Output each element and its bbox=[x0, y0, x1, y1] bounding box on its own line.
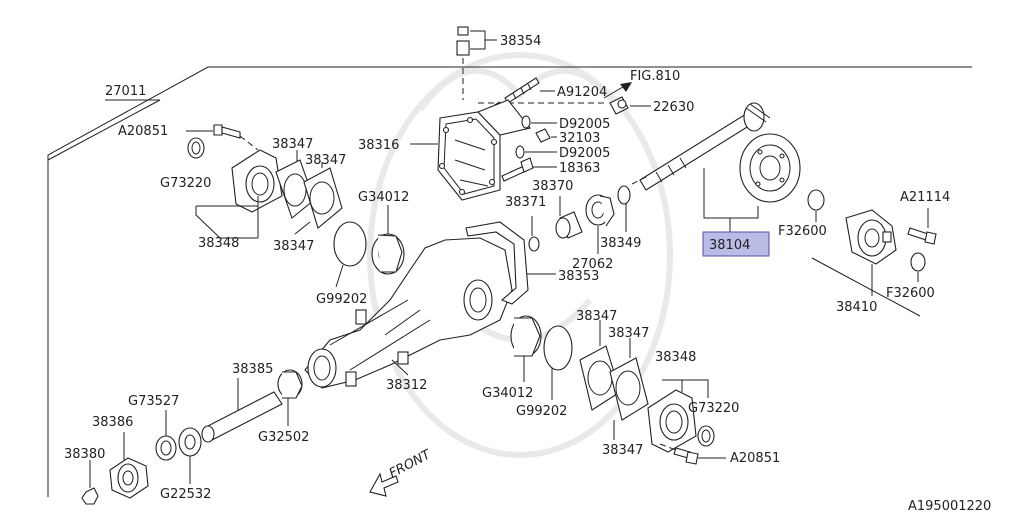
front-label: FRONT bbox=[387, 447, 434, 482]
label-F32600-a[interactable]: F32600 bbox=[778, 224, 827, 239]
label-38347-b[interactable]: 38347 bbox=[305, 153, 346, 168]
bearing-G22532[interactable] bbox=[178, 427, 202, 484]
label-38347-f[interactable]: 38347 bbox=[602, 443, 643, 458]
washer-38371[interactable] bbox=[528, 216, 540, 252]
oring-F32600-b[interactable] bbox=[910, 252, 926, 282]
bearing-G34012-top[interactable] bbox=[371, 205, 405, 275]
highlight-38104-box[interactable] bbox=[702, 231, 770, 257]
label-G99202-top[interactable]: G99202 bbox=[316, 292, 367, 307]
ring-gear-38104[interactable] bbox=[739, 133, 801, 203]
oring-G99202-bot[interactable] bbox=[543, 325, 573, 400]
label-38312[interactable]: 38312 bbox=[386, 378, 427, 393]
nut-38380[interactable] bbox=[81, 460, 99, 505]
label-38380[interactable]: 38380 bbox=[64, 447, 105, 462]
label-A21114[interactable]: A21114 bbox=[900, 190, 950, 205]
gasket-38347-bot-b[interactable] bbox=[609, 338, 649, 421]
label-FIG810[interactable]: FIG.810 bbox=[630, 69, 680, 84]
seal-G73220-top[interactable] bbox=[187, 137, 205, 159]
oring-F32600-a[interactable] bbox=[807, 189, 825, 222]
shim-38349[interactable] bbox=[617, 185, 631, 232]
fig810-arrow bbox=[603, 82, 632, 99]
label-27062[interactable]: 27062 bbox=[572, 257, 613, 272]
plug-38354[interactable] bbox=[456, 26, 497, 100]
bearing-27062[interactable] bbox=[585, 194, 615, 254]
bolt-A20851-top[interactable] bbox=[186, 124, 259, 151]
label-38348-top[interactable]: 38348 bbox=[198, 236, 239, 251]
label-A20851-top[interactable]: A20851 bbox=[118, 124, 168, 139]
assembly-frame bbox=[47, 66, 972, 497]
label-A20851-bot[interactable]: A20851 bbox=[730, 451, 780, 466]
shaft-38385[interactable] bbox=[201, 378, 283, 443]
label-A91204[interactable]: A91204 bbox=[557, 85, 607, 100]
label-38104[interactable]: 38104 bbox=[709, 238, 750, 253]
label-D92005-a[interactable]: D92005 bbox=[559, 117, 610, 132]
label-38410[interactable]: 38410 bbox=[836, 300, 877, 315]
bolt-18363[interactable] bbox=[501, 157, 557, 182]
label-38348-bot[interactable]: 38348 bbox=[655, 350, 696, 365]
flange-38348-top[interactable] bbox=[195, 149, 283, 239]
label-G73527[interactable]: G73527 bbox=[128, 394, 179, 409]
label-F32600-b[interactable]: F32600 bbox=[886, 286, 935, 301]
washer-D92005-b[interactable] bbox=[515, 145, 557, 159]
companion-flange-38386[interactable] bbox=[109, 432, 149, 499]
label-38347-e[interactable]: 38347 bbox=[608, 326, 649, 341]
label-G34012-top[interactable]: G34012 bbox=[358, 190, 409, 205]
label-G73220-bot[interactable]: G73220 bbox=[688, 401, 739, 416]
bearing-G34012-bot[interactable] bbox=[510, 315, 542, 382]
seal-G73220-bot[interactable] bbox=[697, 425, 715, 447]
label-G22532[interactable]: G22532 bbox=[160, 487, 211, 502]
oring-G99202-top[interactable] bbox=[333, 221, 367, 288]
leader-38104 bbox=[703, 168, 759, 232]
label-38347-c[interactable]: 38347 bbox=[273, 239, 314, 254]
label-38347-a[interactable]: 38347 bbox=[272, 137, 313, 152]
label-32103[interactable]: 32103 bbox=[559, 131, 600, 146]
label-38349[interactable]: 38349 bbox=[600, 236, 641, 251]
carrier-housing-38312[interactable] bbox=[304, 237, 513, 389]
label-G34012-bot[interactable]: G34012 bbox=[482, 386, 533, 401]
label-38385[interactable]: 38385 bbox=[232, 362, 273, 377]
label-D92005-b[interactable]: D92005 bbox=[559, 146, 610, 161]
diagram-id: A195001220 bbox=[908, 499, 991, 512]
gasket-38353[interactable] bbox=[465, 221, 556, 305]
sensor-22630[interactable] bbox=[478, 96, 651, 115]
label-38347-d[interactable]: 38347 bbox=[576, 309, 617, 324]
washer-D92005-a[interactable] bbox=[521, 115, 557, 129]
label-G32502[interactable]: G32502 bbox=[258, 430, 309, 445]
bolt-A21114[interactable] bbox=[907, 208, 937, 245]
label-38371[interactable]: 38371 bbox=[505, 195, 546, 210]
label-18363[interactable]: 18363 bbox=[559, 161, 600, 176]
label-22630[interactable]: 22630 bbox=[653, 100, 694, 115]
label-38316[interactable]: 38316 bbox=[358, 138, 399, 153]
label-38370[interactable]: 38370 bbox=[532, 179, 573, 194]
label-38354[interactable]: 38354 bbox=[500, 34, 541, 49]
plug-32103[interactable] bbox=[535, 128, 557, 143]
label-38386[interactable]: 38386 bbox=[92, 415, 133, 430]
diff-case-38410[interactable] bbox=[811, 209, 921, 317]
label-G99202-bot[interactable]: G99202 bbox=[516, 404, 567, 419]
seal-G73527[interactable] bbox=[155, 410, 177, 461]
label-38353[interactable]: 38353 bbox=[558, 269, 599, 284]
flange-38348-bot[interactable] bbox=[647, 379, 709, 453]
bearing-G32502[interactable] bbox=[277, 369, 303, 426]
label-G73220-top[interactable]: G73220 bbox=[160, 176, 211, 191]
rear-cover-38316[interactable] bbox=[410, 99, 531, 201]
leader-38347-c bbox=[294, 221, 311, 235]
front-arrow-icon bbox=[369, 472, 399, 497]
pinion-shaft-38104[interactable] bbox=[631, 102, 771, 191]
spacer-38370[interactable] bbox=[555, 196, 583, 239]
bolt-A20851-bot[interactable] bbox=[659, 443, 726, 465]
gasket-38347-top-b[interactable] bbox=[303, 162, 343, 229]
label-27011[interactable]: 27011 bbox=[105, 84, 146, 99]
